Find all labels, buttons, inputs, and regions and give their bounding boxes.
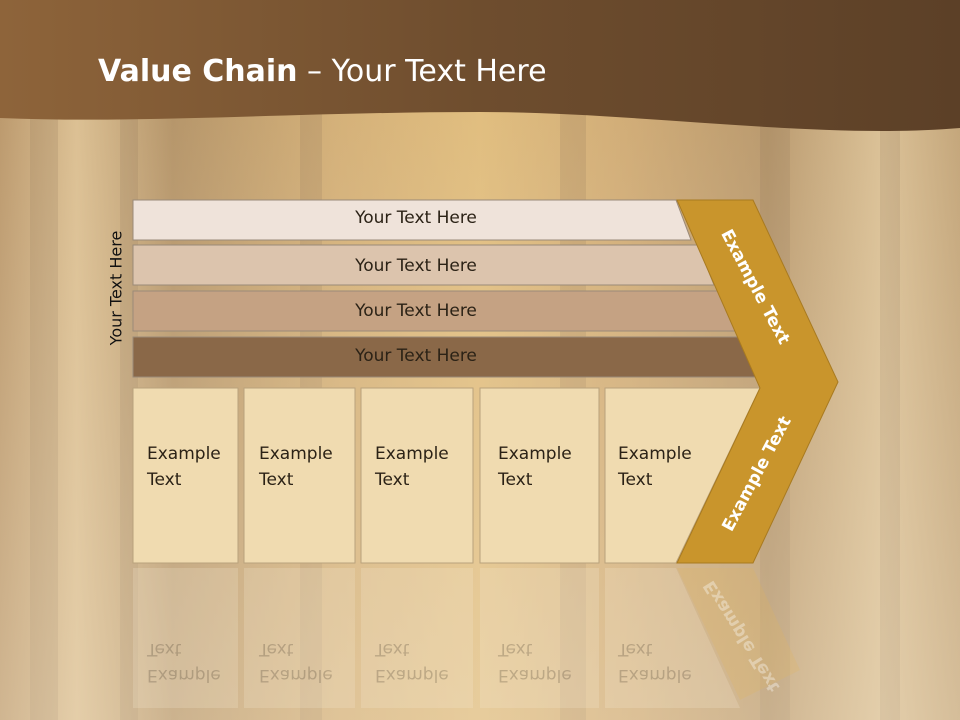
primary-column-1	[132, 387, 239, 564]
primary-column-3	[360, 387, 474, 564]
primary-column-5	[604, 387, 761, 564]
primary-column-4-label: Example Text	[498, 444, 572, 490]
primary-column-5-label: Example Text	[618, 444, 692, 490]
slide-title-bold: Value Chain	[98, 54, 298, 89]
primary-column-2	[243, 387, 356, 564]
reflection-column-3-label: Example Text	[375, 639, 449, 685]
primary-column-2-label: Example Text	[259, 444, 333, 490]
margin-chevron	[676, 199, 839, 564]
support-row-3-label: Your Text Here	[355, 301, 477, 321]
support-row-4-label: Your Text Here	[355, 346, 477, 366]
reflection-column-4-label: Example Text	[498, 639, 572, 685]
support-row-1-label: Your Text Here	[355, 208, 477, 228]
primary-column-1-label: Example Text	[147, 444, 221, 490]
support-row-2-label: Your Text Here	[355, 256, 477, 276]
primary-column-4	[479, 387, 600, 564]
reflection-column-5-label: Example Text	[618, 639, 692, 685]
primary-column-3-label: Example Text	[375, 444, 449, 490]
support-row-1	[132, 199, 692, 241]
reflection-column-2-label: Example Text	[259, 639, 333, 685]
reflection-column-1-label: Example Text	[147, 639, 221, 685]
slide-title: Value Chain – Your Text Here	[98, 54, 547, 89]
slide-title-rest: – Your Text Here	[297, 54, 547, 89]
